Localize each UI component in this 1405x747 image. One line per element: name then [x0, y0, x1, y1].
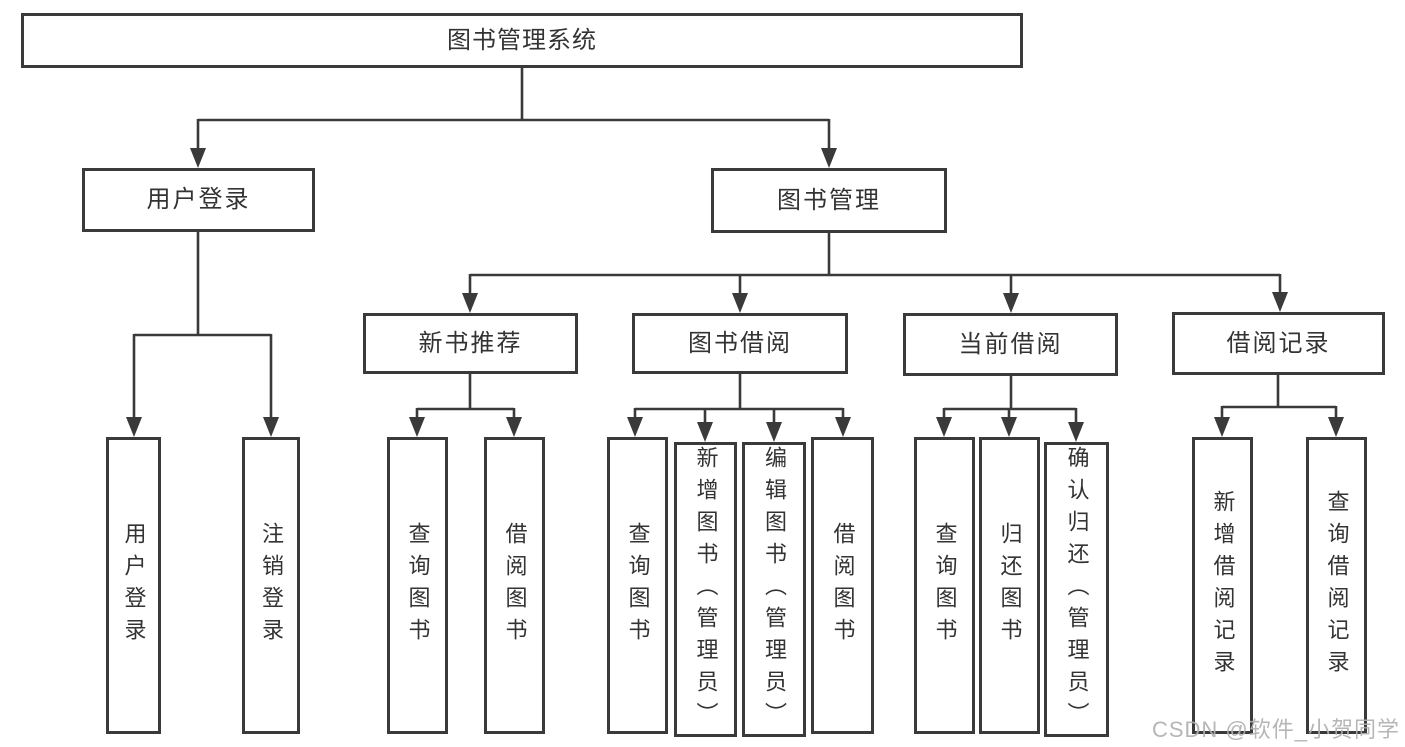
leaf-query-books-recommend: 查询图书 — [387, 437, 448, 734]
leaf-logout: 注销登录 — [242, 437, 300, 734]
node-new-book-recommend: 新书推荐 — [363, 313, 578, 374]
leaf-borrow-books-borrowing: 借阅图书 — [811, 437, 874, 734]
leaf-confirm-return-admin: 确认归还（管理员） — [1044, 442, 1109, 737]
leaf-query-borrow-record: 查询借阅记录 — [1306, 437, 1367, 734]
leaf-edit-books-admin: 编辑图书（管理员） — [742, 442, 806, 737]
leaf-query-books-borrowing: 查询图书 — [607, 437, 668, 734]
leaf-return-books: 归还图书 — [979, 437, 1040, 734]
leaf-add-books-admin: 新增图书（管理员） — [674, 442, 737, 737]
node-user-login: 用户登录 — [82, 168, 315, 232]
node-borrowing-records: 借阅记录 — [1172, 312, 1385, 375]
node-book-management: 图书管理 — [711, 168, 947, 233]
csdn-watermark: CSDN @软件_小贺同学 — [1151, 717, 1400, 742]
leaf-query-books-current: 查询图书 — [914, 437, 975, 734]
node-current-borrowing: 当前借阅 — [903, 313, 1118, 376]
leaf-user-login: 用户登录 — [106, 437, 161, 734]
leaf-borrow-books-recommend: 借阅图书 — [484, 437, 545, 734]
node-book-borrowing: 图书借阅 — [632, 313, 848, 374]
leaf-add-borrow-record: 新增借阅记录 — [1192, 437, 1253, 734]
node-root-library-system: 图书管理系统 — [21, 13, 1023, 68]
